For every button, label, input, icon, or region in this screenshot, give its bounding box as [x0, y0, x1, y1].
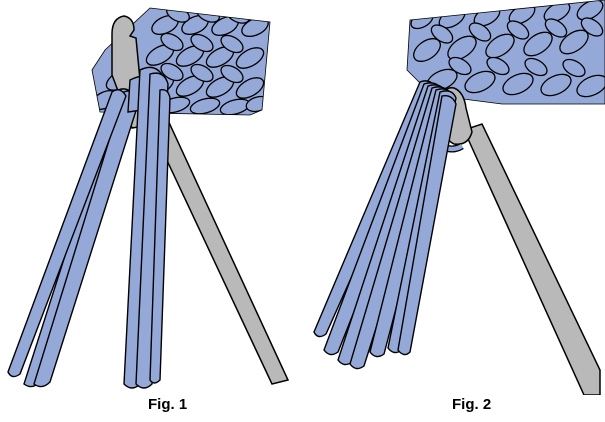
figure-2-caption: Fig. 2: [452, 396, 491, 413]
figure-2: Fig. 2: [302, 0, 605, 422]
figure-1-caption: Fig. 1: [148, 396, 187, 413]
figure-2-illustration: [302, 0, 605, 395]
figure-1-illustration: [0, 0, 302, 395]
yarn-strands: [314, 81, 456, 369]
crochet-hook: [148, 116, 288, 384]
figure-1: Fig. 1: [0, 0, 302, 422]
crochet-hook: [464, 124, 600, 395]
